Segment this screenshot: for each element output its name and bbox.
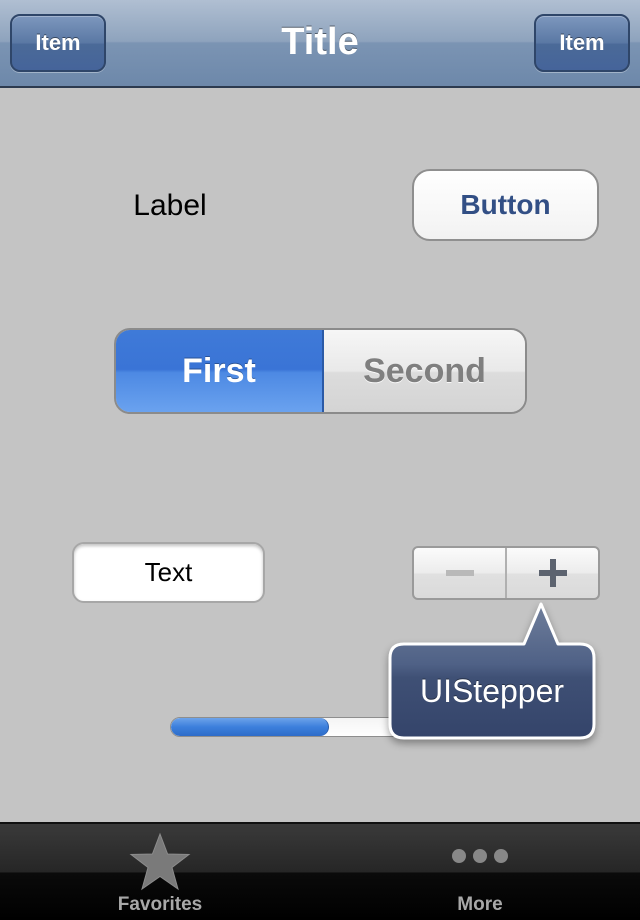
segmented-control: First Second [114,328,527,414]
segment-second[interactable]: Second [324,330,525,412]
text-field[interactable]: Text [72,542,265,603]
rounded-button[interactable]: Button [412,169,599,241]
star-icon [129,832,191,891]
more-icon [452,849,508,863]
plus-icon [538,559,567,587]
progress-fill [171,718,329,736]
label: Label [133,189,207,222]
stepper-increment-button[interactable] [507,548,598,598]
navigation-bar: Item Title Item [0,0,640,88]
tab-bar: Favorites More [0,822,640,920]
tab-more[interactable]: More [400,824,560,920]
stepper [412,546,600,600]
tab-label-favorites: Favorites [117,894,203,915]
nav-left-item-button[interactable]: Item [10,14,106,72]
minus-icon [445,570,474,576]
tooltip-text: UIStepper [419,673,565,709]
nav-title: Title [281,21,359,63]
tooltip-callout: UIStepper [386,602,598,742]
tooltip-bubble [388,602,596,740]
tab-favorites[interactable]: Favorites [80,824,240,920]
segment-first[interactable]: First [116,330,324,412]
nav-right-item-button[interactable]: Item [534,14,630,72]
tab-label-more: More [457,894,503,915]
stepper-decrement-button[interactable] [414,548,507,598]
